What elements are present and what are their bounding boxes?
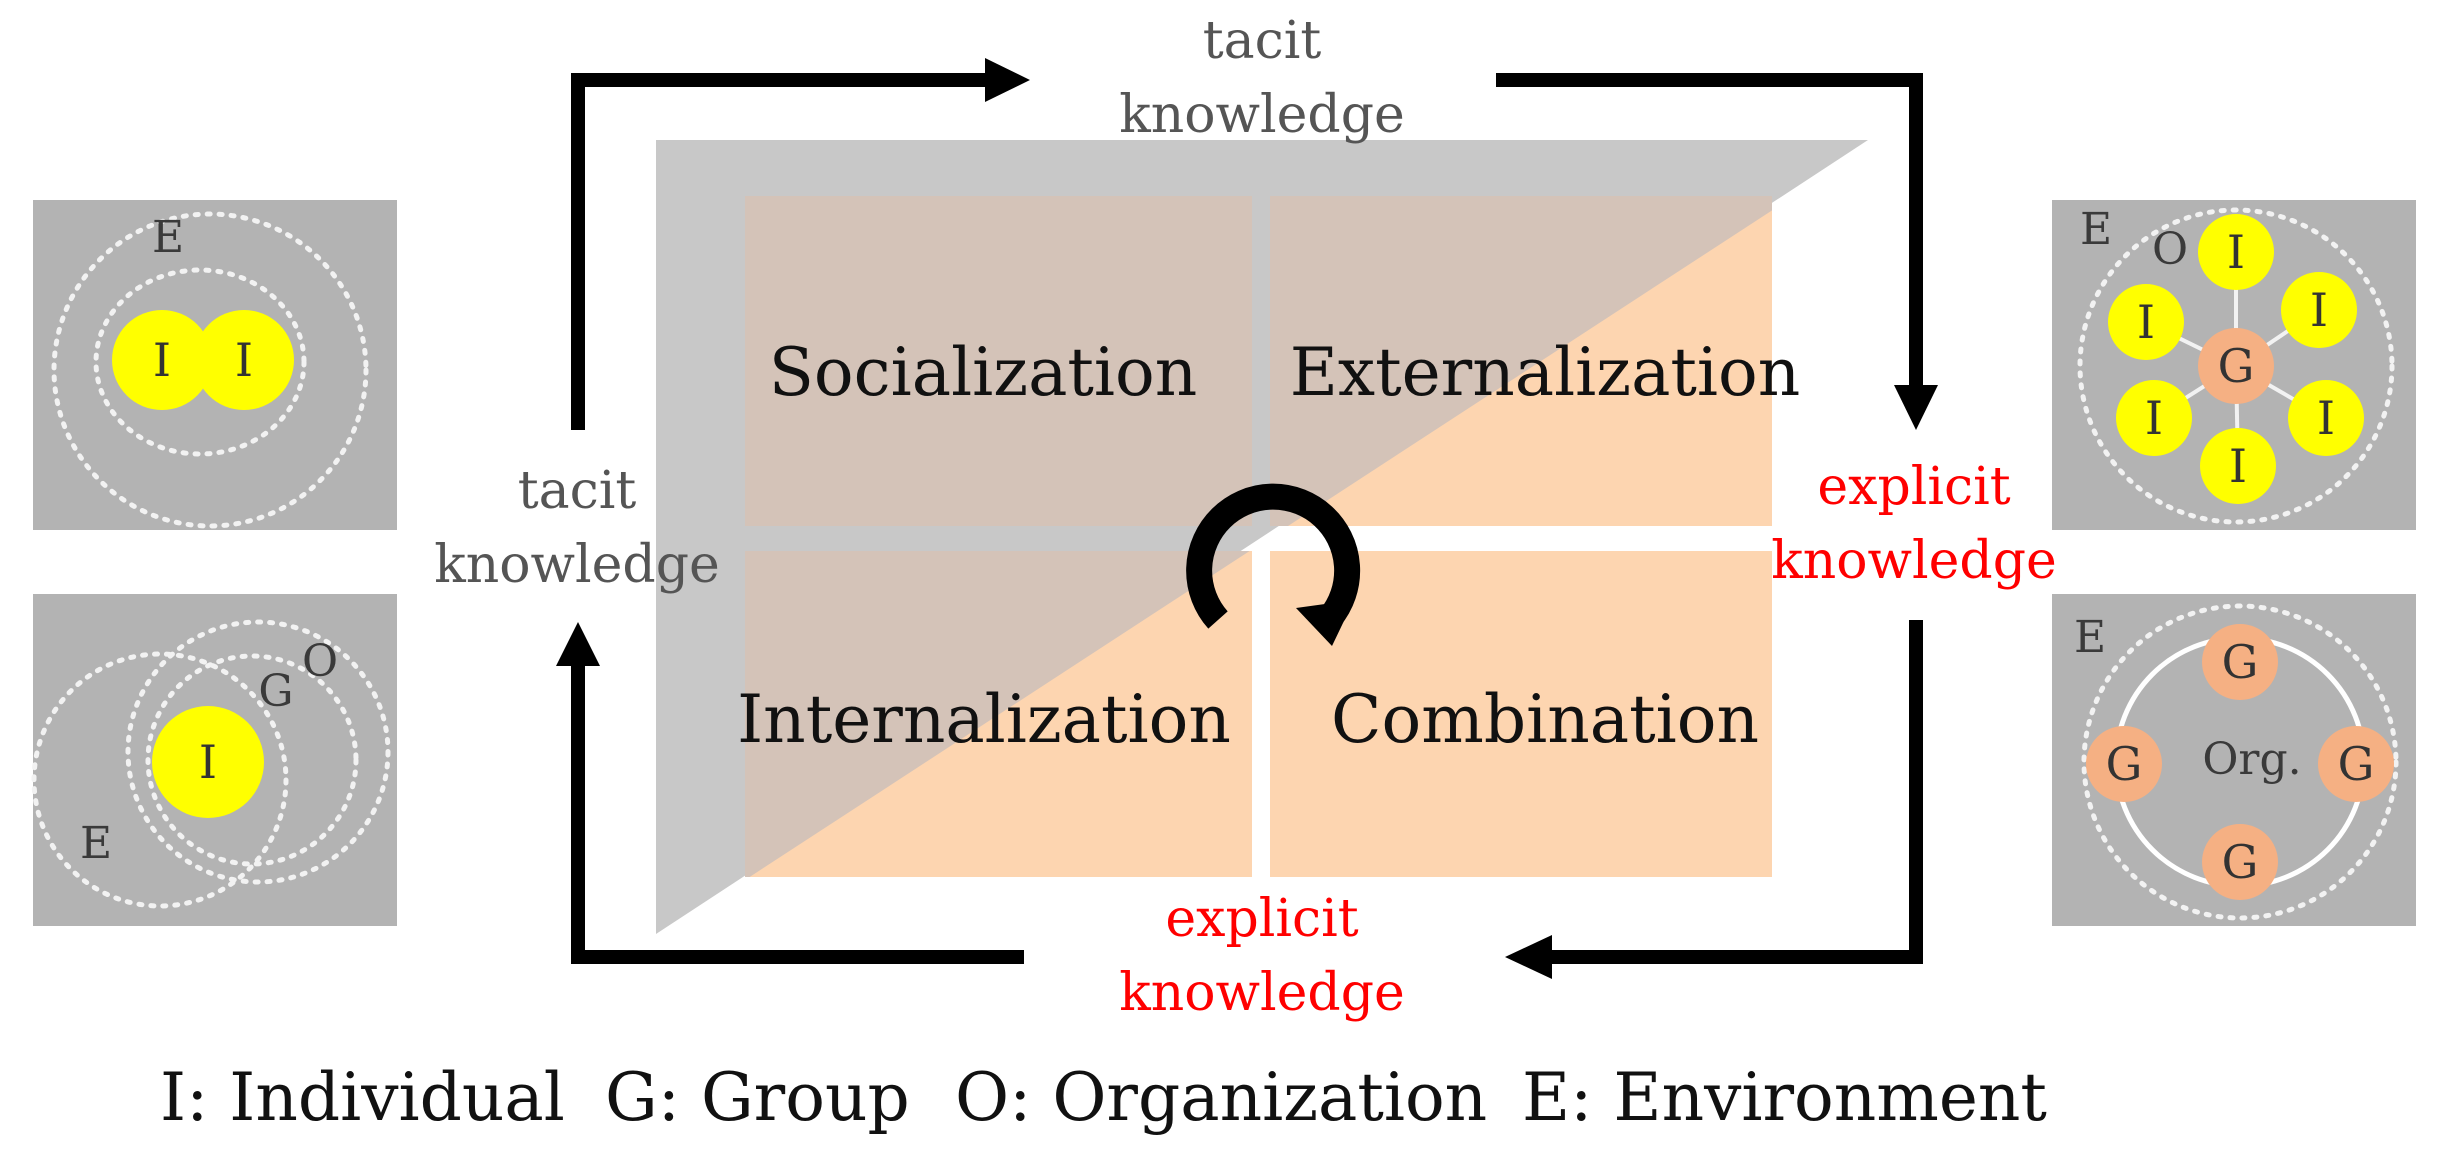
mode-label-combination: Combination (1331, 681, 1759, 758)
individual-node-label: I (199, 735, 217, 789)
flow-label-right-line2: knowledge (1771, 531, 2057, 591)
individual-node (2116, 380, 2192, 456)
quadrant-externalization-box (1270, 196, 1772, 526)
legend: I: Individual G: Group O: Organization E… (160, 1059, 2047, 1136)
flow-arrow-left-to-top (571, 58, 1030, 430)
individual-node (2198, 214, 2274, 290)
panel-externalization: E O G I I I I I I (2052, 200, 2416, 530)
individual-node (2108, 284, 2184, 360)
individual-node (2281, 272, 2357, 348)
individual-node-label: I (2317, 391, 2335, 445)
flow-label-right-line1: explicit (1817, 457, 2010, 517)
env-label: E (80, 818, 112, 869)
individual-node-label: I (2310, 283, 2328, 337)
individual-node-label: I (2137, 295, 2155, 349)
env-label: E (2074, 612, 2106, 663)
org-label: Org. (2202, 734, 2301, 785)
group-node-label: G (2218, 339, 2255, 393)
individual-node (2200, 428, 2276, 504)
quadrant-socialization-box (745, 196, 1252, 526)
individual-node-label: I (2227, 225, 2245, 279)
legend-environment: E: Environment (1522, 1059, 2047, 1136)
individual-node (112, 310, 212, 410)
group-label: G (258, 666, 293, 717)
legend-individual: I: Individual (160, 1059, 565, 1136)
individual-node-label: I (235, 333, 253, 387)
group-node (2318, 726, 2394, 802)
flow-arrow-bottom-to-left (556, 622, 1024, 964)
flow-label-left-line2: knowledge (434, 535, 720, 595)
individual-node (194, 310, 294, 410)
group-node (2198, 328, 2274, 404)
legend-group: G: Group (605, 1059, 910, 1136)
legend-organization: O: Organization (955, 1059, 1487, 1136)
mode-label-socialization: Socialization (769, 334, 1198, 411)
flow-arrow-top-to-right (1496, 73, 1938, 430)
group-node-label: G (2222, 635, 2259, 689)
panel-combination: E Org. G G G G (2052, 594, 2416, 926)
individual-node-label: I (2229, 439, 2247, 493)
individual-node (152, 706, 264, 818)
flow-label-left-line1: tacit (518, 461, 637, 521)
group-node (2202, 624, 2278, 700)
group-node-label: G (2222, 835, 2259, 889)
flow-label-top-line2: knowledge (1119, 85, 1405, 145)
quadrant-internalization-box (745, 551, 1252, 877)
panel-socialization: E I I (33, 200, 397, 530)
org-label: O (2152, 224, 2188, 275)
mode-label-internalization: Internalization (737, 681, 1231, 758)
group-node (2202, 824, 2278, 900)
group-node (2086, 726, 2162, 802)
flow-label-top-line1: tacit (1203, 11, 1322, 71)
cycle-arrow-icon (1186, 483, 1361, 646)
panel-internalization: O G E I (31, 594, 397, 926)
flow-label-bottom-line1: explicit (1165, 889, 1358, 949)
flow-label-bottom-line2: knowledge (1119, 963, 1405, 1023)
group-node-label: G (2106, 737, 2143, 791)
env-label: E (152, 212, 184, 263)
org-label: O (302, 636, 338, 687)
individual-node-label: I (2145, 391, 2163, 445)
quadrant-combination-box (1270, 551, 1772, 877)
env-label: E (2080, 204, 2112, 255)
group-node-label: G (2338, 737, 2375, 791)
individual-node-label: I (153, 333, 171, 387)
mode-label-externalization: Externalization (1290, 334, 1801, 411)
flow-arrow-right-to-bottom (1505, 620, 1923, 979)
individual-node (2288, 380, 2364, 456)
